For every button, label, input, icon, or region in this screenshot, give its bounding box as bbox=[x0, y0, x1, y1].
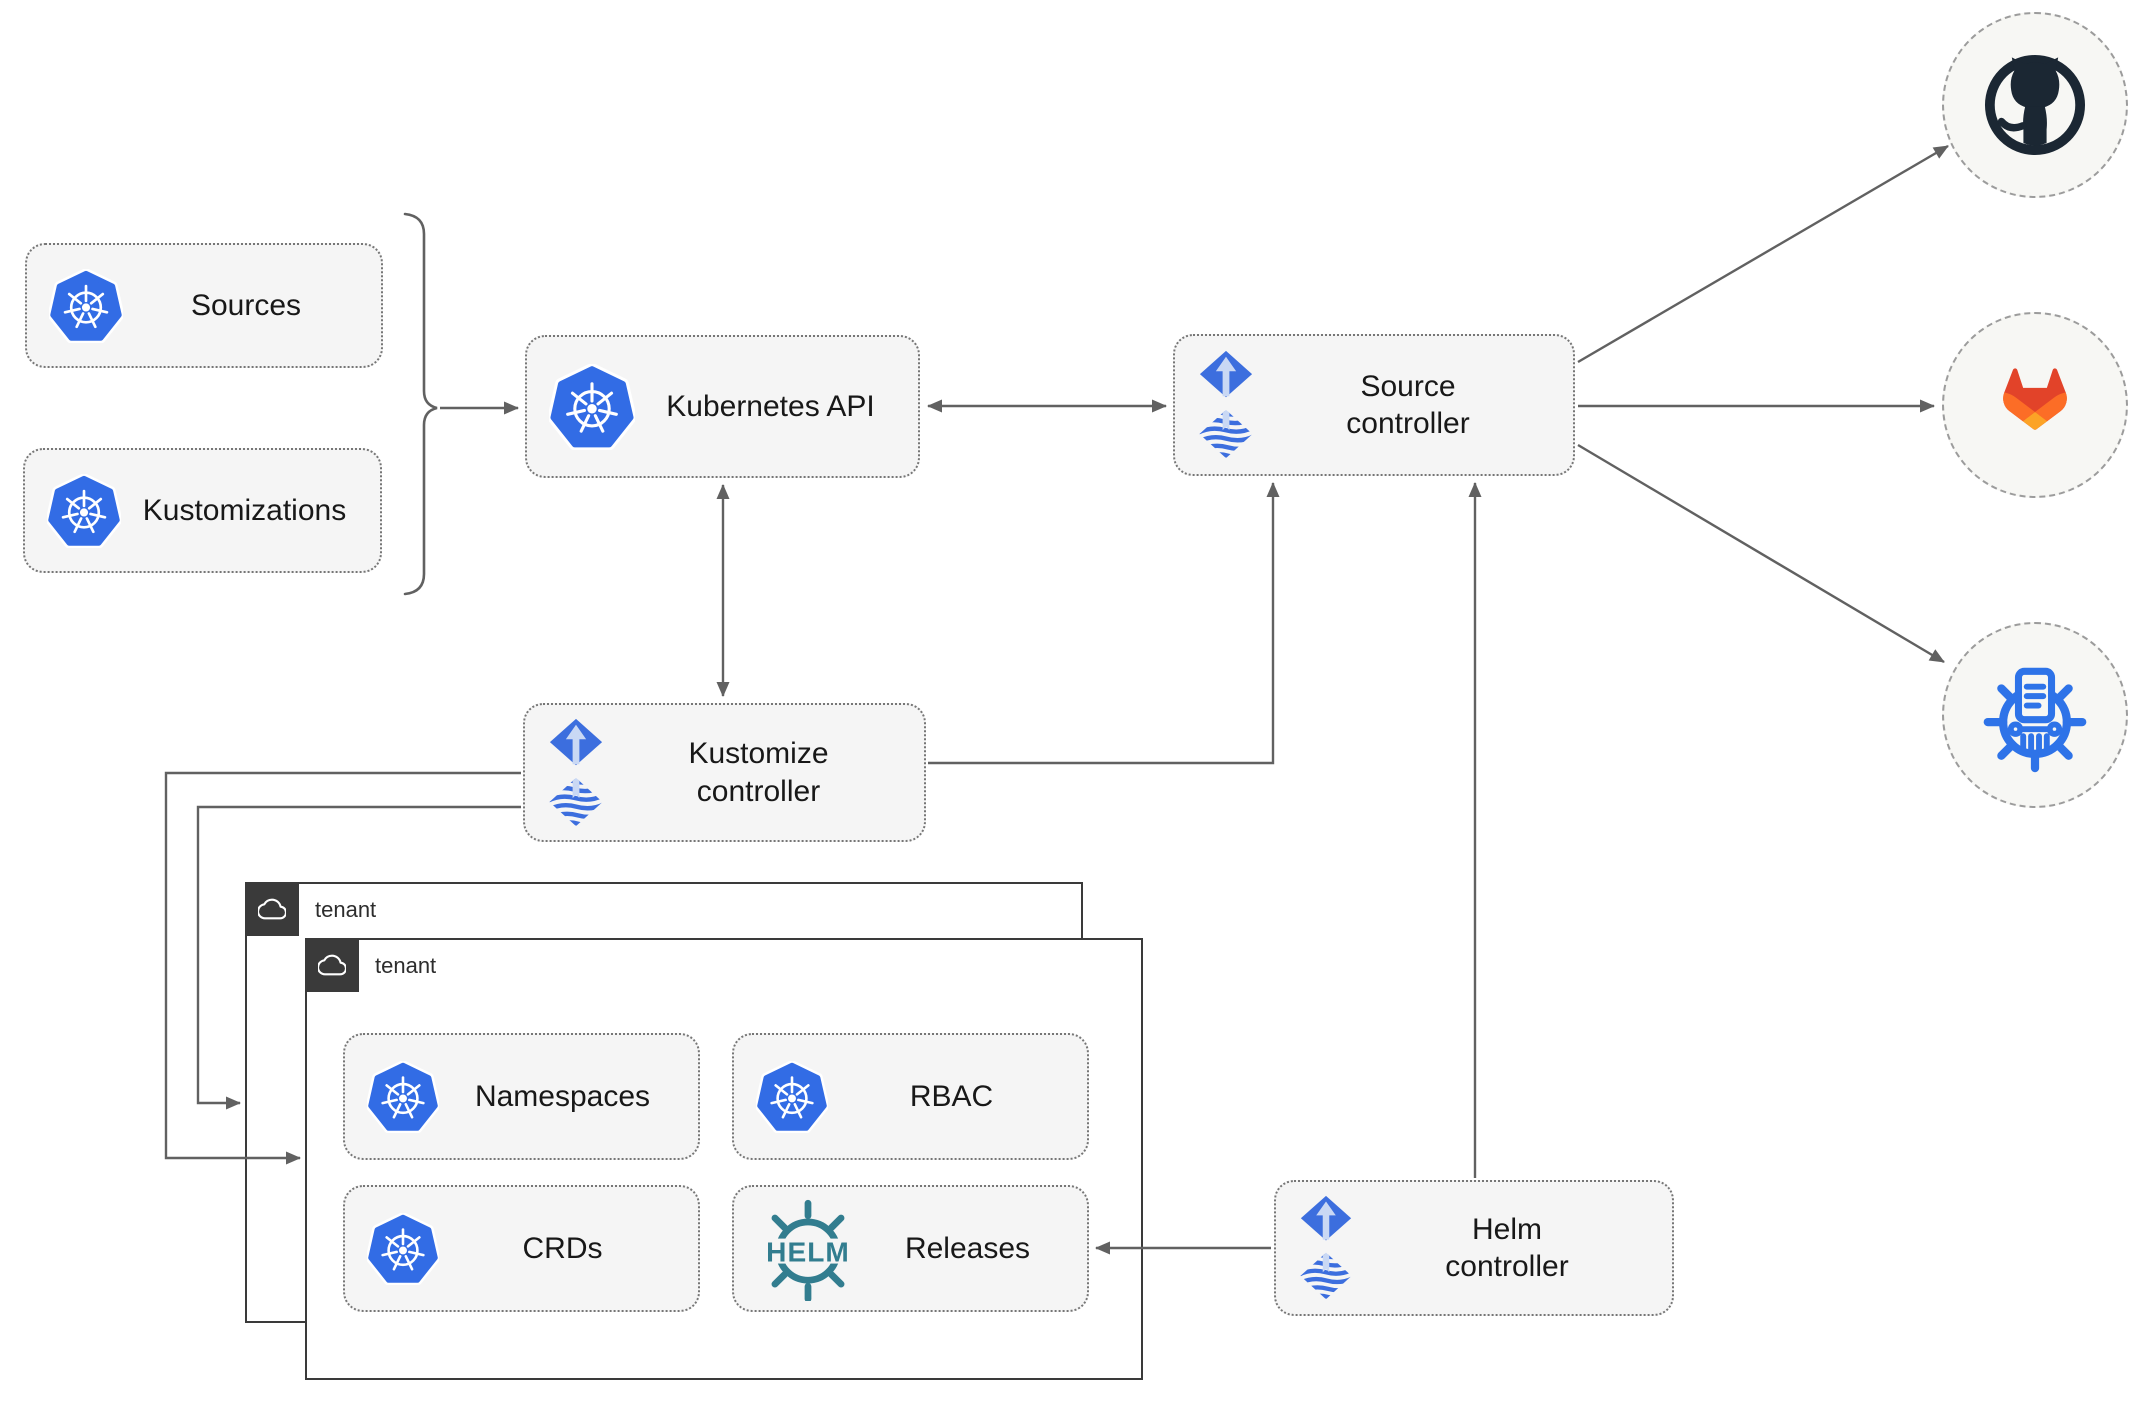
node-label: Releases bbox=[904, 1231, 1031, 1265]
node-label: Namespaces bbox=[474, 1079, 651, 1113]
kubernetes-icon bbox=[49, 269, 123, 343]
node-source-controller: Source controller bbox=[1173, 334, 1575, 476]
kubernetes-icon bbox=[47, 474, 121, 548]
container-registry-icon bbox=[1983, 667, 2087, 773]
gitlab-icon bbox=[2003, 368, 2067, 430]
flux-icon bbox=[547, 717, 605, 829]
github-icon bbox=[1984, 54, 2086, 156]
node-sources: Sources bbox=[25, 243, 383, 368]
node-rbac: RBAC bbox=[732, 1033, 1089, 1160]
node-label: Kustomizations bbox=[142, 493, 347, 527]
tenant-label: tenant bbox=[375, 953, 437, 978]
endpoint-gitlab bbox=[1942, 312, 2128, 498]
node-helm-controller: Helm controller bbox=[1274, 1180, 1674, 1316]
helm-logo-text: HELM bbox=[766, 1236, 850, 1267]
cloud-icon bbox=[316, 951, 348, 979]
node-releases: HELM Releases bbox=[732, 1185, 1089, 1312]
node-label: RBAC bbox=[909, 1079, 994, 1113]
tenant-tab bbox=[245, 882, 299, 936]
node-label: Sources bbox=[190, 288, 302, 322]
edge-source-to-registry bbox=[1577, 443, 1945, 664]
node-kubernetes-api: Kubernetes API bbox=[525, 335, 920, 478]
flux-icon bbox=[1298, 1194, 1354, 1302]
kubernetes-icon bbox=[367, 1061, 439, 1133]
node-label: Kustomize controller bbox=[688, 737, 829, 808]
kubernetes-icon bbox=[549, 364, 635, 450]
endpoint-registry bbox=[1942, 622, 2128, 808]
node-kustomize-controller: Kustomize controller bbox=[523, 703, 926, 842]
edge-kustomize-to-source-controller bbox=[928, 482, 1280, 765]
node-label: Helm controller bbox=[1445, 1212, 1569, 1284]
brace-sources-group bbox=[403, 212, 438, 596]
flux-icon bbox=[1197, 349, 1255, 461]
node-kustomizations: Kustomizations bbox=[23, 448, 382, 573]
kubernetes-icon bbox=[367, 1213, 439, 1285]
tenant-label: tenant bbox=[315, 897, 377, 922]
node-label: CRDs bbox=[522, 1231, 603, 1265]
node-crds: CRDs bbox=[343, 1185, 700, 1312]
helm-icon: HELM bbox=[760, 1199, 856, 1301]
endpoint-github bbox=[1942, 12, 2128, 198]
edge-source-to-github bbox=[1577, 144, 1949, 364]
tenant-tab bbox=[305, 938, 359, 992]
node-label: Kubernetes API bbox=[666, 389, 875, 423]
node-namespaces: Namespaces bbox=[343, 1033, 700, 1160]
kubernetes-icon bbox=[756, 1061, 828, 1133]
node-label: Source controller bbox=[1346, 369, 1470, 441]
cloud-icon bbox=[256, 895, 288, 923]
